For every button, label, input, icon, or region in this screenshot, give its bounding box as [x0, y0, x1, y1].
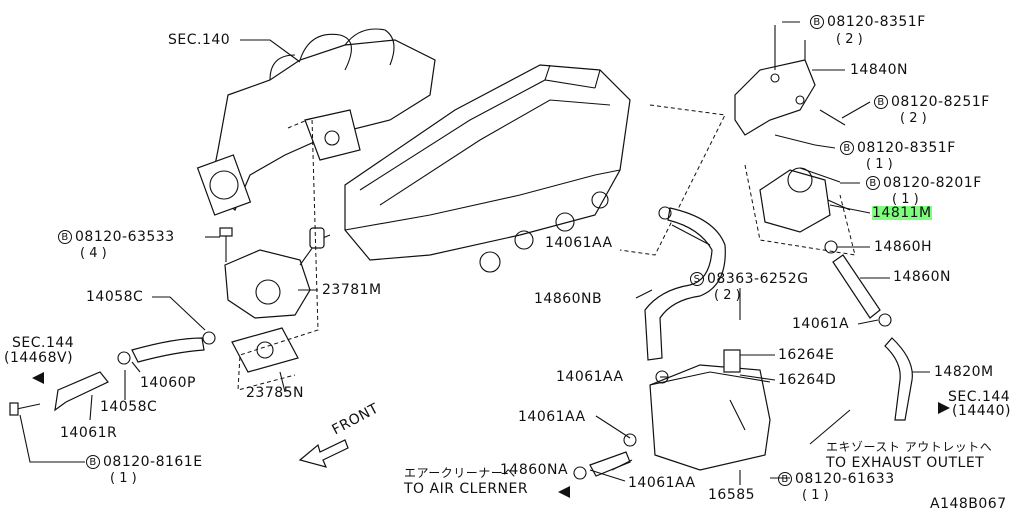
part-number: 08120-8351F: [857, 140, 956, 156]
label-14811m-highlighted[interactable]: 14811M: [872, 205, 932, 221]
label-to-air-cleaner: TO AIR CLERNER: [404, 481, 529, 497]
bolt-marker: B: [58, 230, 72, 244]
label-14061a[interactable]: 14061A: [792, 316, 850, 332]
qty-08363-6252g: ( 2 ): [714, 288, 741, 303]
valve-14811m: [759, 167, 851, 233]
part-number: 08120-8161E: [103, 454, 203, 470]
label-sec144-right-code: (14440): [952, 403, 1011, 419]
qty-08120-8161e: ( 1 ): [110, 471, 137, 486]
gasket-23785n: [231, 327, 299, 373]
label-14860na[interactable]: 14860NA: [500, 462, 569, 478]
label-14060p[interactable]: 14060P: [140, 375, 196, 391]
label-14058c-b[interactable]: 14058C: [100, 399, 158, 415]
label-14061aa-c[interactable]: 14061AA: [518, 409, 586, 425]
part-number: 08120-61633: [795, 471, 895, 487]
air-valve-23781m: [219, 227, 331, 319]
qty-08120-8351f-mid: ( 1 ): [866, 157, 893, 172]
label-16585[interactable]: 16585: [708, 487, 756, 503]
engine-head: [344, 64, 631, 273]
qty-08120-8251f: ( 2 ): [900, 111, 927, 126]
part-number: 08120-8351F: [827, 14, 926, 30]
bolt-marker: B: [810, 15, 824, 29]
label-14860nb[interactable]: 14860NB: [534, 291, 603, 307]
label-jp-exhaust-outlet: エキゾースト アウトレットへ: [826, 440, 993, 454]
label-jp-air-cleaner: エアークリーナーへ: [404, 466, 516, 480]
intake-manifold: [196, 28, 436, 216]
bolt-marker: B: [86, 455, 100, 469]
label-23781m[interactable]: 23781M: [322, 282, 382, 298]
label-14860n[interactable]: 14860N: [893, 269, 952, 285]
label-16264e[interactable]: 16264E: [778, 347, 835, 363]
qty-08120-61633: ( 1 ): [802, 488, 829, 503]
qty-08120-8351f-top: ( 2 ): [836, 32, 863, 47]
label-14860h[interactable]: 14860H: [874, 239, 933, 255]
qty-08120-63533: ( 4 ): [80, 246, 107, 261]
screw-marker: S: [690, 272, 704, 286]
canister-16585: [649, 349, 771, 471]
part-number: 08363-6252G: [707, 271, 809, 287]
bolt-marker: B: [778, 472, 792, 486]
label-14061r[interactable]: 14061R: [60, 425, 118, 441]
label-14820m[interactable]: 14820M: [934, 364, 994, 380]
bolt-marker: B: [874, 95, 888, 109]
label-sec144-left-code: (14468V): [4, 350, 74, 366]
label-23785n[interactable]: 23785N: [246, 385, 305, 401]
part-number: 08120-63533: [75, 229, 175, 245]
label-sec140: SEC.140: [168, 32, 231, 48]
part-number: 08120-8201F: [883, 175, 982, 191]
label-14061aa-b[interactable]: 14061AA: [556, 369, 624, 385]
label-16264d[interactable]: 16264D: [778, 372, 837, 388]
label-sec144-left[interactable]: SEC.144: [12, 335, 75, 351]
label-to-exhaust-outlet: TO EXHAUST OUTLET: [826, 455, 985, 471]
bracket-14840n: [734, 25, 816, 136]
label-14061aa-a[interactable]: 14061AA: [545, 235, 613, 251]
reference-code: A148B067: [930, 496, 1007, 512]
label-14061aa-d[interactable]: 14061AA: [628, 475, 696, 491]
qty-08120-8201f: ( 1 ): [892, 192, 919, 207]
part-number: 08120-8251F: [891, 94, 990, 110]
bolt-marker: B: [840, 141, 854, 155]
bolt-marker: B: [866, 176, 880, 190]
label-sec144-right[interactable]: SEC.144: [948, 389, 1011, 405]
label-14058c-a[interactable]: 14058C: [86, 289, 144, 305]
label-14840n[interactable]: 14840N: [850, 62, 909, 78]
